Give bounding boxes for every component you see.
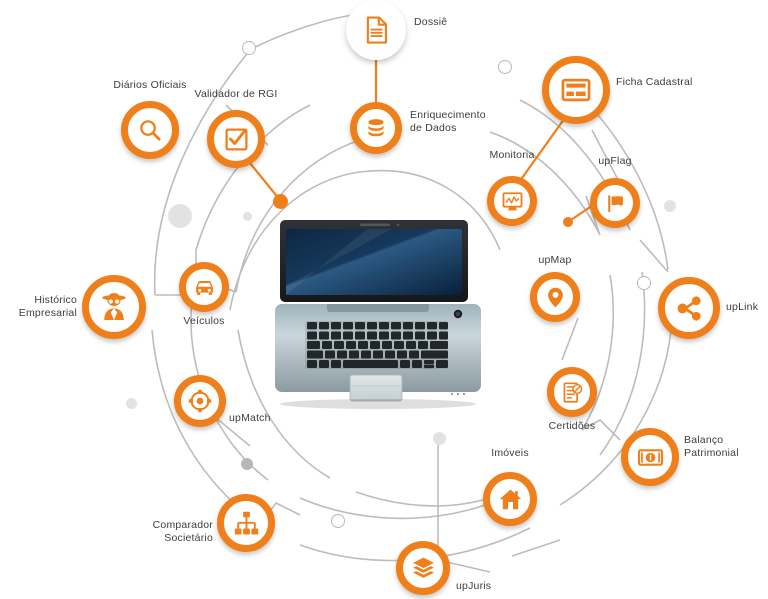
layers-icon	[412, 557, 434, 578]
node-monitoria[interactable]	[487, 176, 537, 226]
magnifier-icon	[140, 120, 161, 141]
map-pin-icon	[547, 287, 563, 307]
decor-node	[331, 514, 345, 528]
node-imoveis[interactable]	[483, 472, 537, 526]
org-chart-icon	[234, 511, 258, 535]
node-certidoes[interactable]	[547, 367, 597, 417]
node-ficha-cadastral[interactable]	[542, 56, 610, 124]
certificate-icon	[563, 381, 582, 403]
document-icon	[366, 16, 388, 44]
decor-dot	[168, 204, 192, 228]
node-dossie[interactable]	[346, 0, 406, 60]
decor-dot	[126, 398, 137, 409]
detective-icon	[102, 293, 126, 320]
decor-dot	[241, 458, 253, 470]
decor-node	[498, 60, 512, 74]
checkbox-icon	[224, 127, 248, 151]
node-upflag[interactable]	[590, 178, 640, 228]
node-comparador-societario[interactable]	[217, 494, 275, 552]
share-network-icon	[677, 295, 701, 321]
node-enriquecimento-dados[interactable]	[350, 102, 402, 154]
decor-node	[242, 41, 256, 55]
flag-icon	[607, 194, 623, 212]
node-upmap[interactable]	[530, 272, 580, 322]
node-upmatch[interactable]	[174, 375, 226, 427]
node-diarios-oficiais[interactable]	[121, 101, 179, 159]
node-upjuris[interactable]	[396, 541, 450, 595]
node-uplink[interactable]	[658, 277, 720, 339]
decor-dot	[433, 432, 446, 445]
decor-dot	[664, 200, 676, 212]
node-veiculos[interactable]	[179, 262, 229, 312]
banknote-icon	[637, 448, 663, 466]
laptop-computer	[272, 218, 484, 410]
decor-dot	[243, 212, 252, 221]
database-icon	[368, 119, 384, 137]
decor-dot-orange	[563, 217, 573, 227]
node-balanco-patrimonial[interactable]	[621, 428, 679, 486]
node-validador-rgi[interactable]	[207, 110, 265, 168]
car-icon	[195, 280, 213, 295]
house-icon	[499, 489, 521, 509]
chart-monitor-icon	[502, 191, 522, 210]
decor-dot-orange	[273, 194, 288, 209]
node-historico-empresarial[interactable]	[82, 275, 146, 339]
id-card-icon	[561, 78, 591, 102]
target-icon	[188, 389, 212, 413]
decor-node	[637, 276, 651, 290]
